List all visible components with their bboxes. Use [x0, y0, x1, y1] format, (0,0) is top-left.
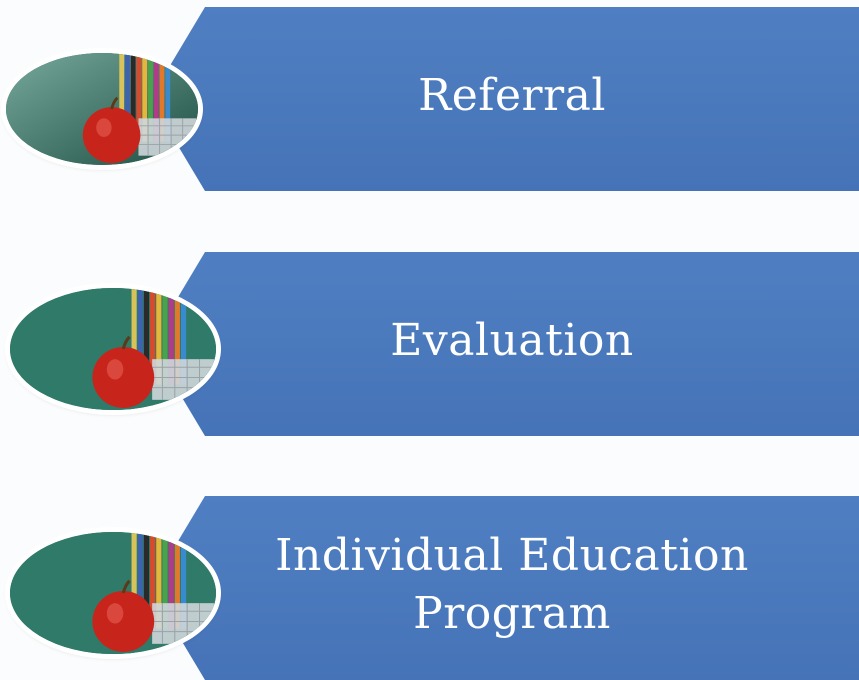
step-banner — [150, 7, 859, 191]
step-label: Referral — [418, 70, 606, 121]
apple-chalkboard-icon — [6, 53, 198, 165]
step-label: Evaluation — [390, 315, 634, 366]
step-banner — [150, 496, 859, 680]
step-evaluation: Evaluation — [0, 252, 859, 436]
step-iep: Individual Education Program — [0, 496, 859, 680]
step-label: Individual Education Program — [275, 530, 749, 639]
step-banner — [150, 252, 859, 436]
apple-chalkboard-icon — [10, 288, 216, 410]
step-referral: Referral — [0, 7, 859, 191]
apple-chalkboard-icon — [10, 532, 216, 654]
